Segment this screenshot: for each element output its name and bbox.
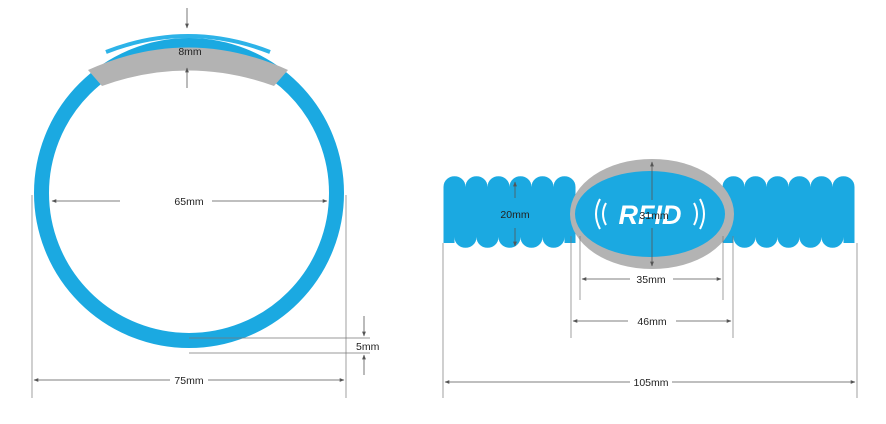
- spiral-coil-height-label: 20mm: [500, 209, 529, 221]
- round-inner-diameter-label: 65mm: [174, 196, 203, 208]
- spiral-chip-inner-width-label: 35mm: [636, 274, 665, 286]
- round-outer-diameter-label: 75mm: [174, 375, 203, 387]
- round-top-thickness-label: 8mm: [178, 46, 202, 58]
- spiral-right-coil: [722, 176, 855, 248]
- round-chip-housing: [88, 47, 288, 86]
- spiral-wristband: RFID 20mm 31mm 35mm 46mm 105mm: [442, 159, 858, 398]
- spiral-left-coil: [443, 176, 576, 248]
- spiral-chip-outer-width-label: 46mm: [637, 316, 666, 328]
- spiral-total-length-label: 105mm: [633, 377, 668, 389]
- spiral-chip-face: [575, 171, 725, 257]
- rfid-wave-icon: [595, 198, 705, 230]
- round-chip-housing-edge: [105, 34, 271, 54]
- round-band-width-label: 5mm: [356, 341, 380, 353]
- rfid-logo-text: RFID: [619, 200, 682, 230]
- round-wristband: 8mm 65mm 5mm 75mm: [31, 8, 380, 398]
- round-band-ring: [34, 38, 344, 348]
- spiral-chip-height-label: 31mm: [639, 210, 668, 222]
